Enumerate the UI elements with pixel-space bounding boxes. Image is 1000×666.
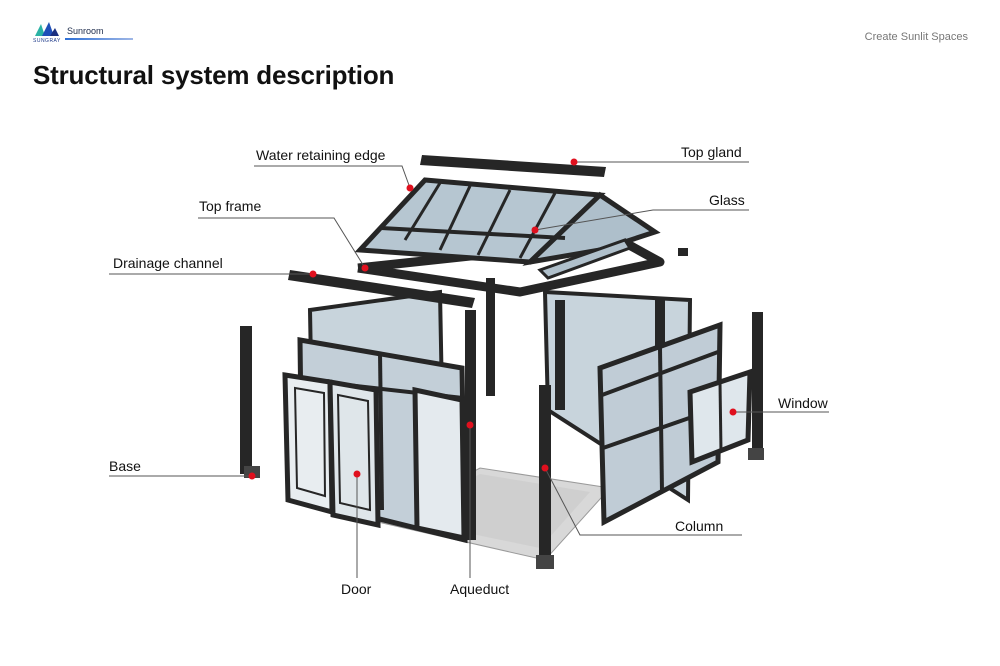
brand-logo: SUNGRAY Sunroom [33,20,143,44]
label-top-gland: Top gland [681,144,742,160]
marker-points [248,158,737,480]
page-title: Structural system description [33,60,395,90]
tagline: Create Sunlit Spaces [864,31,968,43]
label-window: Window [778,395,828,411]
label-aqueduct: Aqueduct [450,581,510,597]
product-underline [65,38,133,40]
label-base: Base [109,458,141,474]
label-glass: Glass [709,192,745,208]
label-top-frame: Top frame [199,198,262,214]
roof-glass [354,177,688,280]
leader-lines [109,161,829,578]
page-header: SUNGRAY Sunroom Create Sunlit Spaces [0,0,1000,60]
door-panels [282,372,381,529]
front-door-frame [412,386,467,542]
product-name: Sunroom [67,26,104,36]
logo-mark-icon [35,22,59,36]
label-drainage-channel: Drainage channel [113,255,223,271]
top-gland [420,155,606,177]
label-column: Column [675,518,724,534]
label-door: Door [341,581,372,597]
drainage-channel [288,270,475,308]
label-water-retaining-edge: Water retaining edge [256,147,386,163]
brand-name: SUNGRAY [33,38,61,44]
